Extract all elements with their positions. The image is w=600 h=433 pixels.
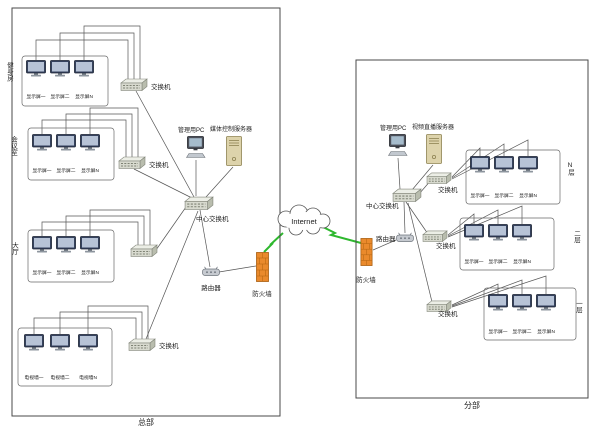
- router-label: 路由器: [201, 283, 221, 292]
- management-pc-icon: [388, 134, 408, 156]
- center-switch-icon: [184, 196, 214, 210]
- monitor-label: 显示屏一: [32, 168, 51, 174]
- center-switch-label: 中心交换机: [366, 201, 399, 210]
- monitor-icon: [50, 334, 70, 351]
- switch-icon: [426, 300, 452, 312]
- monitor-label: 电视墙二: [50, 374, 69, 381]
- monitor-label: 显示屏N: [537, 329, 555, 335]
- switch-icon: [128, 338, 156, 351]
- firewall-label: 防火墙: [356, 275, 376, 284]
- monitor-icon: [32, 236, 52, 253]
- monitor-icon: [50, 60, 70, 77]
- monitor-icon: [518, 156, 538, 173]
- monitor-label: 显示屏二: [488, 259, 507, 265]
- internet-label: Internet: [291, 217, 317, 226]
- monitor-label: 显示屏一: [32, 270, 51, 276]
- router-icon: [396, 232, 414, 242]
- branch-label: 分部: [464, 400, 480, 410]
- monitor-label: 显示屏一: [470, 193, 489, 199]
- monitor-icon: [56, 134, 76, 151]
- switch-label: 交换机: [151, 82, 171, 91]
- media-server-icon: [226, 136, 242, 166]
- management-pc-label: 管理用PC: [380, 124, 407, 132]
- monitor-icon: [24, 334, 44, 351]
- monitor-label: 显示屏N: [519, 193, 537, 199]
- floor-box-n: [465, 149, 561, 205]
- switch-icon: [422, 230, 448, 242]
- room-box-tvwall: [17, 327, 113, 387]
- router-label: 路由器: [376, 234, 396, 243]
- switch-icon: [426, 172, 452, 184]
- monitor-label: 显示屏N: [81, 270, 99, 276]
- switch-icon: [130, 244, 158, 257]
- monitor-label: 显示屏N: [75, 94, 93, 100]
- switch-label: 交换机: [438, 309, 458, 318]
- branch-boundary: [355, 59, 589, 399]
- floor-box-1: [483, 287, 577, 341]
- firewall-icon: [360, 238, 373, 266]
- hq-boundary: [11, 7, 281, 417]
- management-pc-label: 管理用PC: [178, 126, 205, 134]
- internet-cloud: Internet: [277, 204, 331, 236]
- monitor-icon: [32, 134, 52, 151]
- hq-label: 总部: [138, 417, 154, 427]
- wan-links: [263, 226, 362, 253]
- monitor-label: 显示屏一: [464, 259, 483, 265]
- room-label-gym: 健身房: [6, 61, 14, 83]
- switch-label: 交换机: [149, 160, 169, 169]
- room-label-meeting: 会议室: [10, 135, 18, 156]
- switch-label: 交换机: [436, 241, 456, 250]
- floor-label-1: 一层: [575, 300, 583, 314]
- monitor-icon: [80, 134, 100, 151]
- monitor-icon: [470, 156, 490, 173]
- center-switch-label: 中心交换机: [196, 214, 229, 223]
- management-pc-icon: [186, 136, 206, 158]
- monitor-label: 显示屏二: [56, 270, 75, 276]
- media-server-label: 媒体控制服务器: [210, 125, 252, 133]
- monitor-icon: [78, 334, 98, 351]
- monitor-label: 显示屏二: [512, 329, 531, 335]
- switch-icon: [118, 156, 146, 169]
- monitor-label: 电视墙N: [79, 374, 97, 381]
- monitor-label: 显示屏二: [494, 193, 513, 199]
- router-icon: [202, 266, 220, 276]
- firewall-label: 防火墙: [252, 289, 272, 298]
- room-box-gym: [21, 55, 109, 107]
- monitor-icon: [464, 224, 484, 241]
- monitor-label: 显示屏N: [513, 259, 531, 265]
- center-switch-icon: [392, 188, 422, 202]
- hq-connector-lines: [33, 25, 257, 340]
- monitor-label: 显示屏一: [488, 329, 507, 335]
- monitor-icon: [512, 294, 532, 311]
- video-server-label: 视频直播服务器: [412, 123, 454, 131]
- floor-label-2: 二层: [573, 230, 581, 244]
- monitor-icon: [488, 224, 508, 241]
- switch-icon: [120, 78, 148, 91]
- lightning-link-left: [263, 232, 284, 253]
- monitor-label: 显示屏N: [81, 168, 99, 174]
- monitor-icon: [536, 294, 556, 311]
- monitor-icon: [80, 236, 100, 253]
- monitor-icon: [488, 294, 508, 311]
- monitor-icon: [512, 224, 532, 241]
- firewall-icon: [256, 252, 269, 282]
- lightning-link-right: [322, 226, 362, 244]
- video-server-icon: [426, 134, 442, 164]
- monitor-icon: [26, 60, 46, 77]
- monitor-label: 显示屏一: [26, 94, 45, 100]
- room-box-lobby: [27, 229, 115, 283]
- room-label-lobby: 大厅: [11, 241, 19, 256]
- floor-box-2: [459, 217, 555, 271]
- switch-label: 交换机: [159, 341, 179, 350]
- switch-label: 交换机: [438, 185, 458, 194]
- room-box-meeting: [27, 127, 115, 181]
- monitor-icon: [74, 60, 94, 77]
- monitor-icon: [494, 156, 514, 173]
- monitor-label: 电视墙一: [24, 374, 43, 381]
- monitor-icon: [56, 236, 76, 253]
- monitor-label: 显示屏二: [50, 94, 69, 100]
- floor-label-n: N层: [567, 162, 575, 177]
- monitor-label: 显示屏二: [56, 168, 75, 174]
